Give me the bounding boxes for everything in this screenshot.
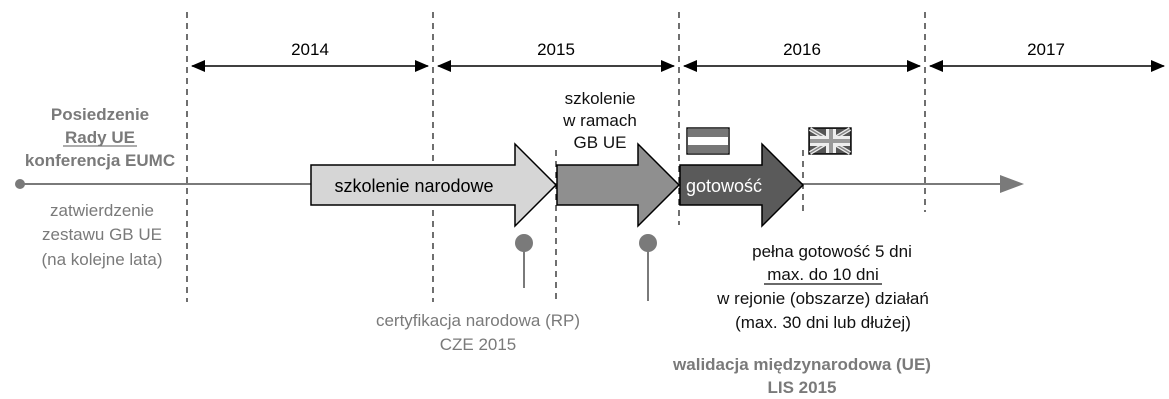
arrow-readiness: [679, 142, 805, 228]
council-meeting-line-3: konferencja EUMC: [25, 151, 175, 170]
arrow-national-training-label: szkolenie narodowe: [334, 176, 493, 196]
gb-training-line-3: GB UE: [574, 133, 627, 152]
arrow-national-training: [310, 142, 558, 228]
milestone-validation-dot: [639, 234, 657, 252]
approval-line-1: zatwierdzenie: [50, 201, 154, 220]
council-meeting-line-2: Rady UE: [65, 128, 135, 147]
uk-flag-icon: [808, 127, 852, 155]
year-separators: [186, 12, 926, 302]
arrow-gb-training: [556, 142, 681, 228]
year-label-2014: 2014: [291, 40, 329, 59]
readiness-note-3: w rejonie (obszarze) działań: [716, 289, 929, 308]
year-label-2016: 2016: [783, 40, 821, 59]
certification-line-2: CZE 2015: [440, 335, 517, 354]
validation-line-2: LIS 2015: [768, 378, 837, 397]
milestone-validation: [639, 234, 657, 301]
certification-line-1: certyfikacja narodowa (RP): [376, 311, 580, 330]
readiness-note-1: pełna gotowość 5 dni: [752, 242, 912, 261]
timeline-arrowhead: [1000, 175, 1024, 193]
readiness-note-4: (max. 30 dni lub dłużej): [735, 313, 911, 332]
year-label-2015: 2015: [537, 40, 575, 59]
year-label-2017: 2017: [1027, 40, 1065, 59]
approval-line-2: zestawu GB UE: [42, 225, 162, 244]
milestone-certification: [515, 234, 533, 288]
readiness-note-2: max. do 10 dni: [767, 265, 879, 284]
milestone-certification-dot: [515, 234, 533, 252]
arrow-readiness-label: gotowość: [686, 176, 762, 196]
timeline-start-dot: [15, 179, 25, 189]
validation-line-1: walidacja międzynarodowa (UE): [672, 355, 931, 374]
gb-training-line-1: szkolenie: [565, 89, 636, 108]
austria-flag-icon: [686, 127, 730, 155]
gb-training-line-2: w ramach: [562, 111, 637, 130]
council-meeting-line-1: Posiedzenie: [51, 105, 149, 124]
approval-line-3: (na kolejne lata): [42, 250, 163, 269]
